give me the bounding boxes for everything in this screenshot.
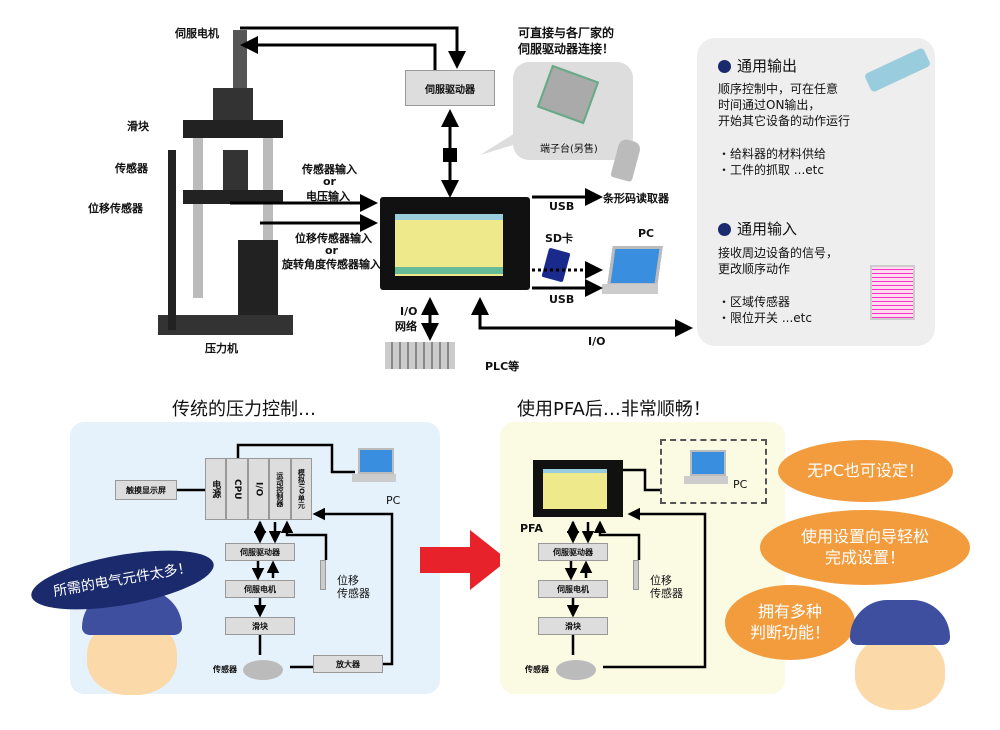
- callout-line2: 伺服驱动器连接！: [518, 42, 615, 56]
- pc-label: PC: [733, 478, 748, 491]
- disp-label-1: 位移: [650, 574, 672, 587]
- worker-face-happy: [850, 600, 950, 710]
- module-power: 电源: [205, 458, 227, 520]
- amplifier-box: 放大器: [313, 655, 383, 673]
- red-arrow-icon: [420, 530, 508, 590]
- servo-driver-box: 伺服驱动器: [405, 70, 495, 106]
- plc-module-rack: 电源 CPU I/O 运动控制器 模拟I/O单元: [205, 458, 313, 520]
- area-sensor-image: [870, 265, 915, 320]
- pfa-label: PFA: [520, 522, 543, 535]
- plc-image: [385, 342, 455, 369]
- servo-driver-box: 伺服驱动器: [538, 543, 608, 561]
- displacement-sensor-icon: [633, 560, 639, 590]
- judgement-line2: 判断功能！: [749, 622, 830, 642]
- bullet-icon: [718, 223, 731, 236]
- input-desc: 更改顺序动作: [718, 262, 791, 276]
- pc-label: PC: [638, 227, 655, 240]
- output-desc: 顺序控制中，可在任意: [718, 82, 839, 96]
- module-cpu: CPU: [226, 458, 248, 520]
- terminal-label: 端子台(另售): [540, 144, 598, 155]
- usb-label: USB: [549, 200, 575, 213]
- servo-driver-box: 伺服驱动器: [225, 543, 295, 561]
- output-desc: 开始其它设备的动作运行: [718, 114, 851, 128]
- module-io: I/O: [247, 458, 270, 520]
- rotation-input-label: 旋转角度传感器输入: [282, 258, 381, 271]
- disp-label-1: 位移: [337, 574, 359, 587]
- wizard-line2: 完成设置！: [824, 547, 905, 567]
- load-cell-icon: [243, 660, 283, 680]
- sensor-label: 传感器: [213, 665, 237, 674]
- slider-box: 滑块: [538, 617, 608, 635]
- sensor-label: 传感器: [525, 665, 549, 674]
- slider-label: 滑块: [127, 120, 149, 133]
- voltage-input-label: 电压输入: [306, 190, 350, 203]
- input-item: ・区域传感器: [718, 295, 791, 309]
- sd-card-label: SD卡: [545, 232, 574, 245]
- io-network-label-2: 网络: [395, 320, 417, 333]
- or-label: or: [325, 244, 338, 257]
- pc-dashed-box: [660, 439, 767, 504]
- module-motion: 运动控制器: [269, 458, 291, 520]
- servo-motor-box: 伺服电机: [538, 580, 608, 598]
- io-network-label-1: I/O: [400, 305, 418, 318]
- touch-display-box: 触摸显示屏: [115, 480, 177, 500]
- general-output-title: 通用输出: [718, 55, 797, 76]
- slider-box: 滑块: [225, 617, 295, 635]
- output-item: ・给料器的材料供给: [718, 147, 827, 161]
- pfa-touch-panel: [533, 460, 623, 517]
- displacement-sensor-label: 位移传感器: [88, 202, 143, 215]
- press-label: 压力机: [205, 342, 238, 355]
- laptop-icon: [690, 450, 726, 476]
- displacement-sensor-icon: [320, 560, 326, 590]
- laptop-icon: [358, 448, 394, 474]
- pc-label: PC: [386, 494, 401, 507]
- usb-label: USB: [549, 293, 575, 306]
- sensor-label: 传感器: [115, 162, 148, 175]
- sensor-input-label: 传感器输入: [302, 163, 357, 176]
- disp-input-label: 位移传感器输入: [295, 232, 372, 245]
- bullet-icon: [718, 60, 731, 73]
- judgement-bubble: 拥有多种判断功能！: [725, 585, 855, 660]
- disp-label-2: 传感器: [337, 587, 370, 600]
- general-input-title: 通用输入: [718, 218, 797, 239]
- io-label: I/O: [588, 335, 606, 348]
- no-pc-bubble: 无PC也可设定！: [778, 440, 953, 502]
- callout-line1: 可直接与各厂家的: [518, 26, 615, 40]
- output-item: ・工件的抓取 ...etc: [718, 163, 824, 177]
- module-analog-io: 模拟I/O单元: [290, 458, 313, 520]
- disp-label-2: 传感器: [650, 587, 683, 600]
- left-heading: 传统的压力控制…: [172, 399, 316, 420]
- judgement-line1: 拥有多种: [757, 601, 822, 621]
- barcode-reader-label: 条形码读取器: [603, 192, 669, 205]
- press-machine-image: [158, 30, 293, 335]
- wizard-line1: 使用设置向导轻松: [800, 526, 929, 546]
- or-label: or: [323, 175, 336, 188]
- pfa-touch-panel: [380, 197, 530, 290]
- input-item: ・限位开关 ...etc: [718, 311, 812, 325]
- right-heading: 使用PFA后…非常顺畅！: [517, 399, 711, 420]
- servo-motor-label: 伺服电机: [175, 27, 219, 40]
- plc-label: PLC等: [485, 360, 520, 373]
- wizard-bubble: 使用设置向导轻松完成设置！: [760, 510, 970, 585]
- servo-motor-box: 伺服电机: [225, 580, 295, 598]
- input-desc: 接收周边设备的信号，: [718, 246, 839, 260]
- load-cell-icon: [556, 660, 596, 680]
- output-desc: 时间通过ON输出，: [718, 98, 821, 112]
